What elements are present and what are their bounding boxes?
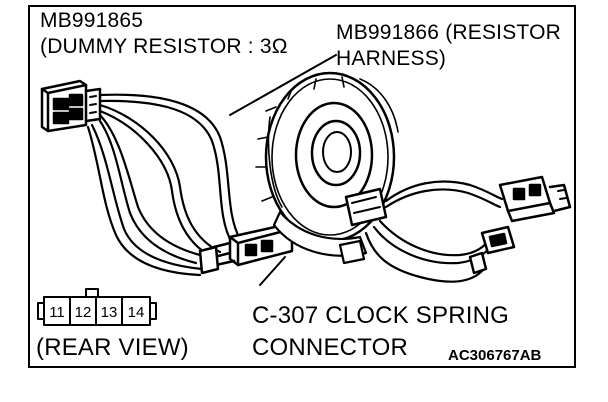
right-connector-lower (468, 225, 516, 275)
terminal-numbers: 11 12 13 14 (49, 304, 144, 321)
right-connector-upper (498, 175, 572, 223)
resistor-harness-description: HARNESS) (336, 47, 447, 70)
dummy-resistor-part-number: MB991865 (40, 9, 144, 32)
terminal-12: 12 (75, 304, 92, 321)
c307-connector (198, 223, 294, 275)
dummy-resistor-description: (DUMMY RESISTOR : 3Ω (40, 35, 288, 58)
figure-code: AC306767AB (448, 347, 542, 364)
terminal-13: 13 (101, 304, 118, 321)
dummy-resistor-connector (40, 79, 102, 133)
clock-spring-connector-label-2: CONNECTOR (252, 334, 409, 361)
terminal-14: 14 (128, 304, 145, 321)
diagram-artwork: 11 12 13 14 (37, 54, 572, 326)
rear-view-label: (REAR VIEW) (36, 334, 189, 361)
clock-spring-connector-label: C-307 CLOCK SPRING (252, 302, 510, 329)
terminal-11: 11 (49, 304, 65, 321)
resistor-harness-wires (86, 93, 242, 277)
harness-leader-line (229, 54, 337, 116)
rear-view-terminal-block (37, 288, 157, 326)
diagram-frame: 11 12 13 14 MB991865 (DUMMY RESISTOR : 3… (28, 5, 576, 368)
resistor-harness-part-number: MB991866 (RESISTOR (336, 21, 561, 44)
connector-leader-line (259, 256, 286, 286)
clock-spring-body (255, 71, 399, 265)
